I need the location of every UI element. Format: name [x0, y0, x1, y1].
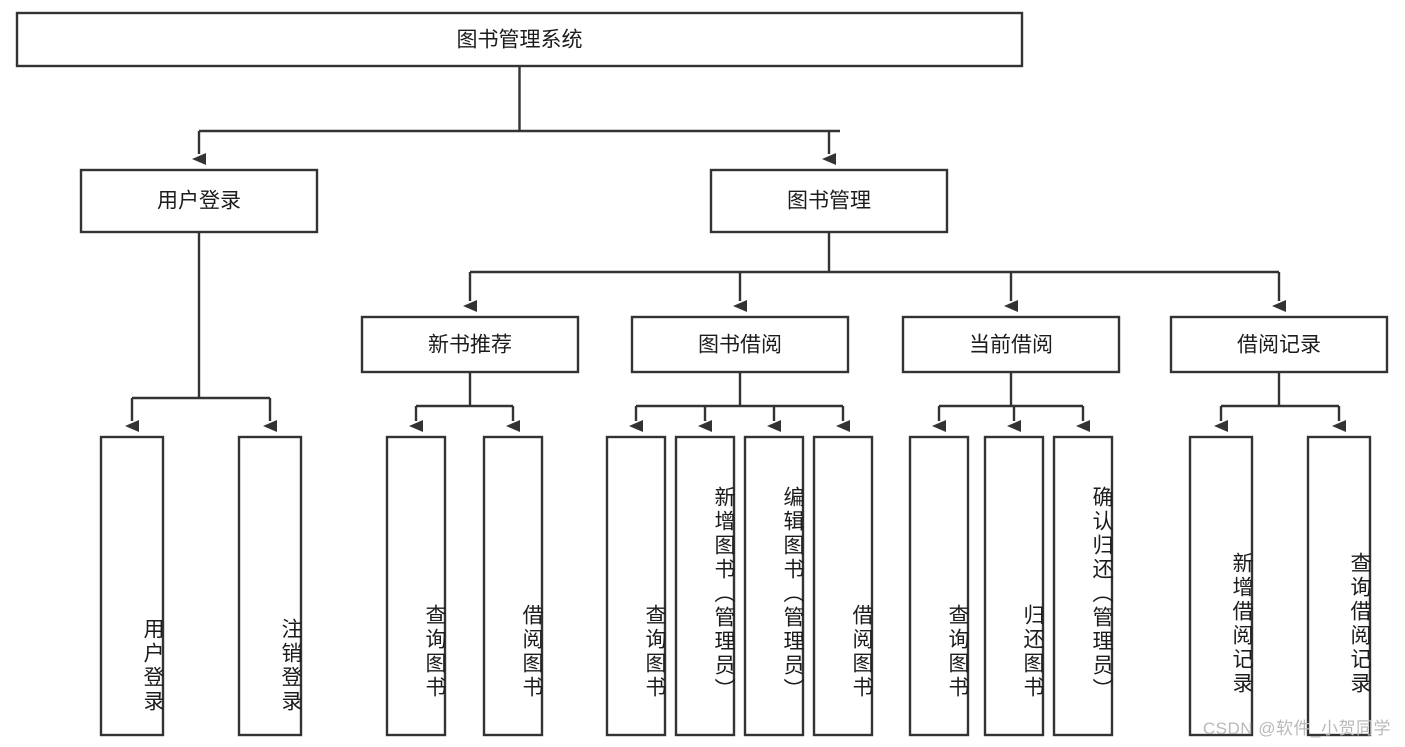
node-leaf-edit-book-box[interactable] — [743, 435, 805, 737]
csdn-watermark: CSDN @软件_小贺同学 — [1202, 719, 1391, 738]
node-new-book-rec-label: 新书推荐 — [428, 334, 512, 357]
node-current-borrow-box[interactable] — [901, 315, 1121, 374]
node-current-borrow[interactable]: 当前借阅 — [901, 315, 1121, 374]
node-current-borrow-label: 当前借阅 — [969, 334, 1053, 357]
node-leaf-borrow-book-2-box[interactable] — [812, 435, 874, 737]
node-new-book-rec[interactable]: 新书推荐 — [360, 315, 580, 374]
node-borrow-record-label: 借阅记录 — [1237, 334, 1321, 357]
node-leaf-user-logout-box[interactable] — [237, 435, 303, 737]
node-book-manage-label: 图书管理 — [787, 190, 871, 213]
node-leaf-add-record-box[interactable] — [1188, 435, 1254, 737]
node-root-label: 图书管理系统 — [457, 29, 583, 52]
node-leaf-user-login-box[interactable] — [99, 435, 165, 737]
node-leaf-borrow-book-1-box[interactable] — [482, 435, 544, 737]
node-leaf-confirm-return-box[interactable] — [1052, 435, 1114, 737]
connector-group-current-borrow-to-leaves — [932, 372, 1090, 432]
node-book-borrow-box[interactable] — [630, 315, 850, 374]
node-user-login[interactable]: 用户登录 — [79, 168, 319, 234]
node-book-borrow[interactable]: 图书借阅 — [630, 315, 850, 374]
node-book-manage[interactable]: 图书管理 — [709, 168, 949, 234]
node-root[interactable]: 图书管理系统 — [15, 11, 1024, 68]
connector-group-book-manage-to-level3 — [463, 232, 1286, 312]
node-leaf-query-book-1-box[interactable] — [385, 435, 447, 737]
connector-group-user-login-to-leaves — [125, 232, 277, 432]
node-leaf-add-book-box[interactable] — [674, 435, 736, 737]
connector-group-root-to-level2 — [192, 66, 840, 165]
connector-group-new-book-rec-to-leaves — [409, 372, 520, 432]
node-root-box[interactable] — [15, 11, 1024, 68]
node-book-manage-box[interactable] — [709, 168, 949, 234]
node-borrow-record[interactable]: 借阅记录 — [1169, 315, 1389, 374]
node-new-book-rec-box[interactable] — [360, 315, 580, 374]
connector-group-book-borrow-to-leaves — [629, 372, 850, 432]
node-book-borrow-label: 图书借阅 — [698, 334, 782, 357]
node-user-login-label: 用户登录 — [157, 190, 241, 213]
node-leaf-query-record-box[interactable] — [1306, 435, 1372, 737]
connector-group-borrow-record-to-leaves — [1214, 372, 1346, 432]
node-leaf-return-book-box[interactable] — [983, 435, 1045, 737]
node-leaf-query-book-3-box[interactable] — [908, 435, 970, 737]
node-user-login-box[interactable] — [79, 168, 319, 234]
node-leaf-query-book-2-box[interactable] — [605, 435, 667, 737]
node-borrow-record-box[interactable] — [1169, 315, 1389, 374]
